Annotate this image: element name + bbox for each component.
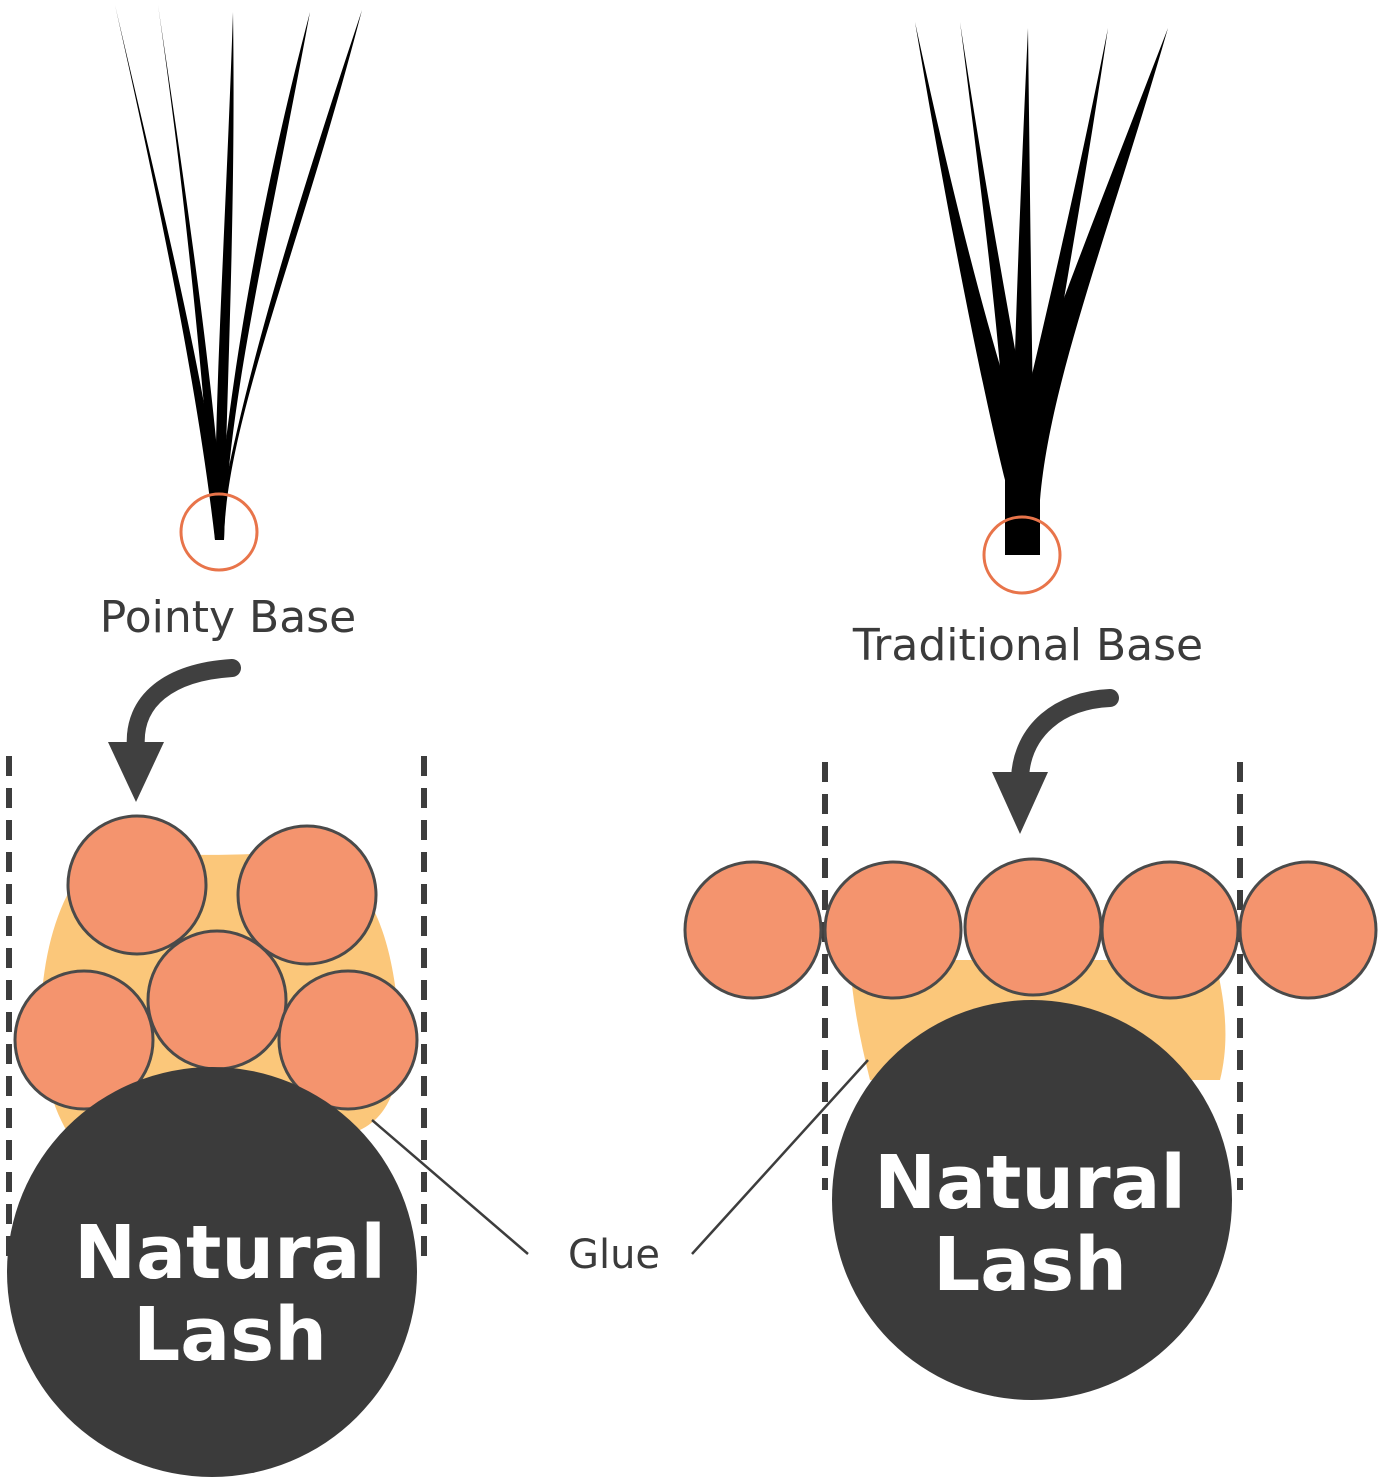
right-natural-lash-label-line1: Natural (874, 1140, 1186, 1226)
right-fiber-2 (823, 860, 963, 1000)
left-fiber-2 (236, 824, 378, 966)
left-fiber-5 (277, 969, 419, 1111)
left-base-highlight-circle (179, 492, 259, 572)
left-arrow-icon (108, 659, 241, 802)
right-fiber-5 (1238, 860, 1378, 1000)
right-fiber-3 (963, 857, 1103, 997)
left-natural-lash-label-line1: Natural (74, 1210, 386, 1296)
right-fiber-4 (1100, 860, 1240, 1000)
left-fiber-3 (146, 929, 288, 1071)
left-natural-lash (7, 1067, 417, 1477)
right-arrow-icon (992, 689, 1119, 834)
right-natural-lash (832, 1000, 1232, 1400)
right-fiber-1 (683, 860, 823, 1000)
right-base-highlight-circle (982, 515, 1062, 595)
glue-leader-right (691, 1059, 869, 1255)
left-base-label: Pointy Base (100, 592, 356, 643)
right-natural-lash-label-line2: Lash (933, 1222, 1127, 1308)
left-fiber-1 (66, 814, 208, 956)
glue-leader-left (371, 1119, 529, 1255)
right-base-label: Traditional Base (852, 620, 1203, 671)
left-lash-fan-icon (115, 5, 362, 540)
right-lash-fan-icon (915, 22, 1168, 555)
glue-label: Glue (568, 1232, 660, 1278)
left-fiber-4 (13, 969, 155, 1111)
left-natural-lash-label-line2: Lash (133, 1292, 327, 1378)
